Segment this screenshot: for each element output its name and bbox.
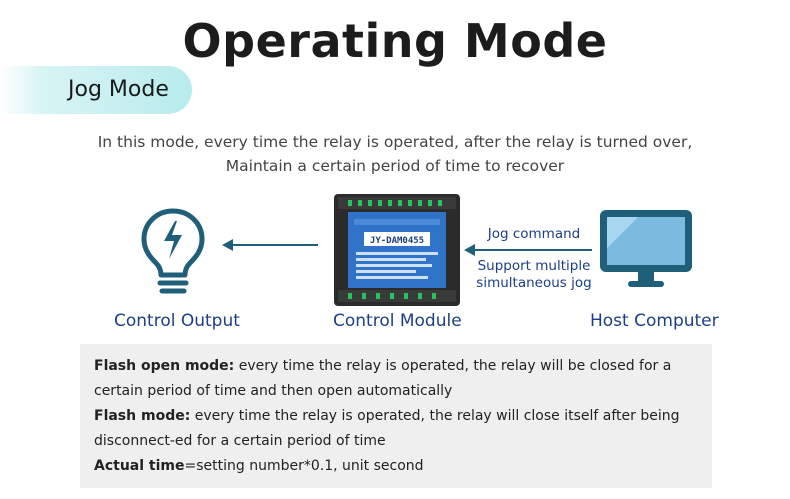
host-computer-label: Host Computer <box>590 311 719 331</box>
arrow-left-command <box>464 244 592 256</box>
support-text: Support multiple simultaneous jog <box>470 258 598 292</box>
jog-command-label: Jog command <box>487 226 581 242</box>
note-actual-time: Actual time=setting number*0.1, unit sec… <box>94 454 706 479</box>
control-module-device: JY-DAM0455 <box>334 194 460 306</box>
arrow-left-output <box>222 239 318 251</box>
note-flash: Flash mode: every time the relay is oper… <box>94 404 706 454</box>
note-term: Flash open mode: <box>94 358 235 374</box>
lightbulb-icon <box>141 208 205 294</box>
control-output-label: Control Output <box>114 311 240 331</box>
module-model-text: JY-DAM0455 <box>370 236 424 246</box>
note-term: Actual time <box>94 458 185 474</box>
note-text: =setting number*0.1, unit second <box>184 458 424 474</box>
monitor-icon <box>600 210 692 287</box>
intro-line-1: In this mode, every time the relay is op… <box>97 133 693 151</box>
support-line-1: Support multiple <box>477 258 591 274</box>
note-text: every time the relay is operated, the re… <box>94 408 680 449</box>
control-module-label: Control Module <box>333 311 462 331</box>
note-flash-open: Flash open mode: every time the relay is… <box>94 354 706 404</box>
notes-box: Flash open mode: every time the relay is… <box>80 344 712 488</box>
note-text: every time the relay is operated, the re… <box>94 358 672 399</box>
support-line-2: simultaneous jog <box>476 275 592 291</box>
intro-line-2: Maintain a certain period of time to rec… <box>225 157 565 175</box>
intro-text: In this mode, every time the relay is op… <box>0 130 790 178</box>
note-term: Flash mode: <box>94 408 191 424</box>
page-title: Operating Mode <box>182 14 608 68</box>
mode-label: Jog Mode <box>68 77 169 102</box>
mode-badge: Jog Mode <box>0 66 192 114</box>
